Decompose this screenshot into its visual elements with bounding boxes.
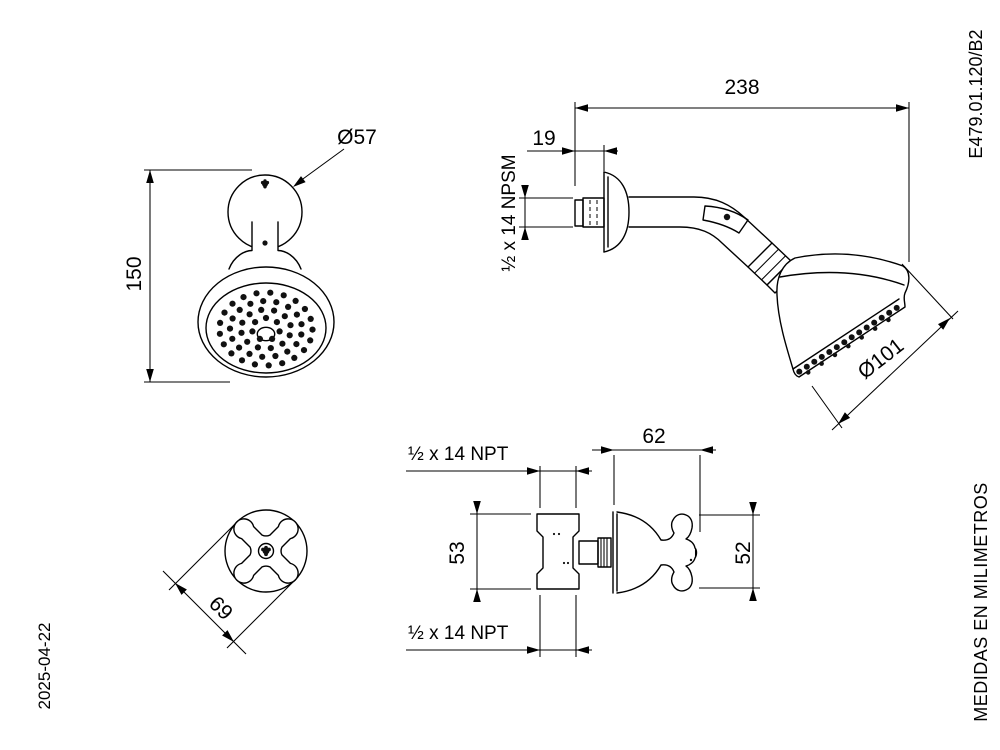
view-showerhead-side: 238 19 ½ x 14 NPSM Ø101 (499, 76, 959, 431)
view-handle-front: 69 (162, 509, 308, 655)
dim-thread-npt-bottom: ½ x 14 NPT (406, 595, 592, 657)
shower-head-side (776, 253, 910, 378)
dim-label-53: 53 (446, 541, 469, 564)
dim-label-238: 238 (724, 76, 759, 99)
valve-stem (578, 537, 612, 568)
dim-label-101: Ø101 (854, 334, 909, 384)
valve-handle-profile (660, 513, 698, 592)
view-valve-side: 62 53 52 ½ x 14 NPT (406, 425, 760, 657)
product-code: E479.01.120/B2 (966, 29, 986, 158)
brand-logo-flange (260, 179, 270, 189)
shower-head-face-front (197, 266, 335, 378)
dim-thread-npsm: ½ x 14 NPSM (499, 154, 573, 272)
valve-body (536, 513, 580, 590)
dim-handle-height-52: 52 (699, 502, 760, 601)
dim-label-npsm: ½ x 14 NPSM (499, 154, 520, 271)
dim-label-19: 19 (532, 127, 555, 150)
dim-label-npt-top: ½ x 14 NPT (408, 444, 509, 465)
wall-escutcheon (603, 171, 630, 253)
dim-label-npt-bottom: ½ x 14 NPT (408, 623, 509, 644)
revision-date: 2025-04-22 (35, 623, 54, 710)
brand-logo-handle (261, 545, 271, 557)
dim-label-150: 150 (123, 256, 146, 291)
dim-body-height-53: 53 (446, 501, 531, 602)
dim-label-69: 69 (204, 592, 237, 625)
dim-height-150: 150 (123, 169, 252, 383)
dim-label-62: 62 (642, 425, 665, 448)
dim-thread-npt-top: ½ x 14 NPT (406, 444, 592, 508)
shower-arm-side (628, 196, 773, 268)
dim-wall-offset-19: 19 (527, 127, 618, 171)
shower-arm-front (228, 221, 302, 270)
dim-label-57: Ø57 (337, 126, 377, 149)
view-showerhead-front: 150 Ø57 (123, 126, 377, 383)
dim-projection-238: 238 (574, 76, 910, 262)
valve-escutcheon (612, 511, 662, 594)
dim-label-52: 52 (732, 541, 755, 564)
dim-flange-diameter-57: Ø57 (293, 126, 377, 187)
dim-depth-62: 62 (592, 425, 716, 532)
spray-holes-side (796, 304, 900, 375)
titleblock: E479.01.120/B2 MEDIDAS EN MILIMETROS 202… (35, 29, 991, 721)
spray-holes-front (216, 289, 316, 369)
face-center-cap (256, 326, 276, 342)
inlet-pipe (574, 197, 605, 228)
units-note: MEDIDAS EN MILIMETROS (971, 482, 991, 722)
